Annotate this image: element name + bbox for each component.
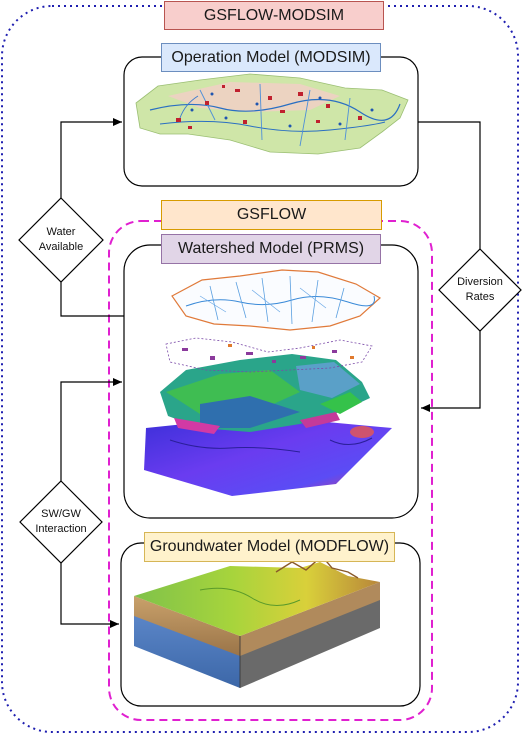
watershed-model-title: Watershed Model (PRMS) [161, 234, 381, 264]
sw-gw-connector [60, 378, 122, 628]
modsim-network-map [135, 73, 409, 155]
operation-model-title: Operation Model (MODSIM) [161, 43, 381, 72]
water-available-connector [60, 118, 124, 317]
gsflow-title: GSFLOW [161, 200, 382, 230]
sw-gw-interaction-label: SW/GW Interaction [35, 508, 87, 535]
gsflow-boundary [108, 220, 433, 721]
sw-gw-diamond [19, 480, 103, 564]
modflow-block-diagram [134, 555, 380, 688]
prms-layer-stack [144, 269, 392, 496]
diversion-rates-label: Diversion Rates [457, 276, 503, 303]
gsflow-modsim-title: GSFLOW-MODSIM [164, 1, 384, 30]
water-available-label: Water Available [38, 226, 84, 253]
diversion-rates-diamond [438, 248, 522, 332]
diversion-rates-connector [418, 121, 481, 412]
groundwater-model-title: Groundwater Model (MODFLOW) [144, 532, 395, 562]
water-available-diamond [18, 197, 104, 283]
